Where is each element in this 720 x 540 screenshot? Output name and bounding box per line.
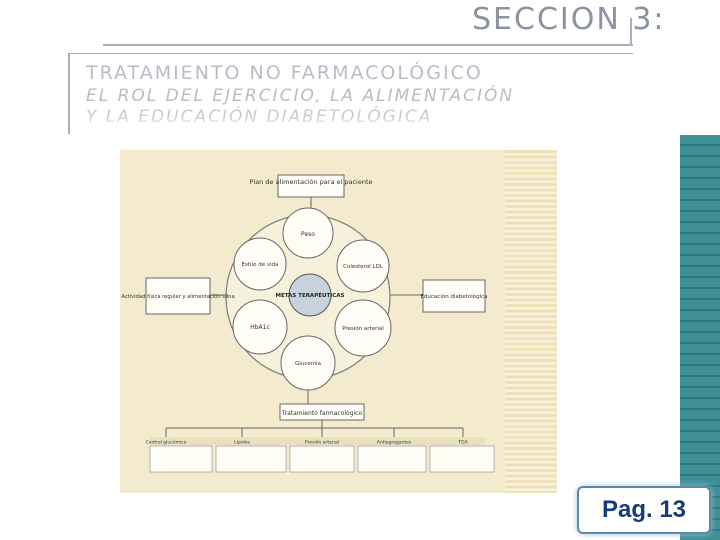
top-box-text: Plan de alimentación para el paciente bbox=[249, 178, 372, 186]
bottom-col-4: Antiagregantes bbox=[377, 440, 412, 446]
circle-bottom-text: Glucemia bbox=[295, 361, 321, 367]
left-box-text: Actividad física regular y alimentación … bbox=[121, 293, 234, 300]
circle-left-text: HbA1c bbox=[250, 324, 270, 331]
therapeutic-goals-figure: Plan de alimentación para el paciente Pe… bbox=[120, 150, 505, 493]
bottom-col-5: TGA bbox=[457, 440, 468, 446]
page-number-box: Pag. 13 bbox=[577, 486, 711, 534]
bottom-cell-1 bbox=[149, 445, 213, 473]
bottom-col-2: Lípidos bbox=[234, 439, 250, 446]
circle-left bbox=[232, 299, 288, 355]
section-title: SECCION 3: bbox=[472, 2, 666, 37]
figure-diagram: Plan de alimentación para el paciente Pe… bbox=[121, 174, 495, 473]
header-left-bar bbox=[68, 54, 70, 134]
circle-top-right bbox=[336, 239, 390, 293]
bottom-col-3: Presión arterial bbox=[305, 439, 339, 446]
bottom-col-1: Control glucémico bbox=[146, 439, 187, 446]
page-number: Pag. 13 bbox=[601, 496, 687, 523]
bottom-cell-2 bbox=[215, 445, 287, 473]
bottom-cell-5 bbox=[429, 445, 495, 473]
bottom-cell-3 bbox=[289, 445, 355, 473]
header-rule-top bbox=[103, 44, 633, 46]
circle-br-text: Presión arterial bbox=[342, 325, 384, 332]
left-box bbox=[145, 277, 211, 315]
circle-top-left bbox=[233, 237, 287, 291]
circle-tl-text: Estilo de vida bbox=[242, 262, 279, 268]
subtitle-line-1: TRATAMIENTO NO FARMACOLÓGICO bbox=[86, 62, 483, 84]
circle-tr-text: Colesterol LDL bbox=[343, 264, 384, 270]
right-decorative-bar bbox=[680, 135, 720, 540]
circle-top bbox=[282, 207, 334, 259]
circle-bottom-right bbox=[334, 299, 392, 357]
bottom-header-band bbox=[150, 437, 485, 445]
subtitle-line-2: EL ROL DEL EJERCICIO, LA ALIMENTACIÓN bbox=[86, 86, 515, 106]
center-circle bbox=[288, 273, 332, 317]
header-rule-second bbox=[68, 53, 633, 54]
bottom-box-text: Tratamiento farmacológico bbox=[281, 410, 363, 417]
right-box-text: Educación diabetológica bbox=[420, 293, 487, 300]
header-bracket bbox=[630, 18, 632, 46]
subtitle-fade bbox=[70, 116, 490, 136]
bottom-cell-4 bbox=[357, 445, 427, 473]
right-box bbox=[422, 279, 486, 313]
circle-top-text: Peso bbox=[301, 231, 315, 238]
striped-sidebar bbox=[505, 150, 557, 493]
center-text: METAS TERAPÉUTICAS bbox=[276, 291, 345, 299]
